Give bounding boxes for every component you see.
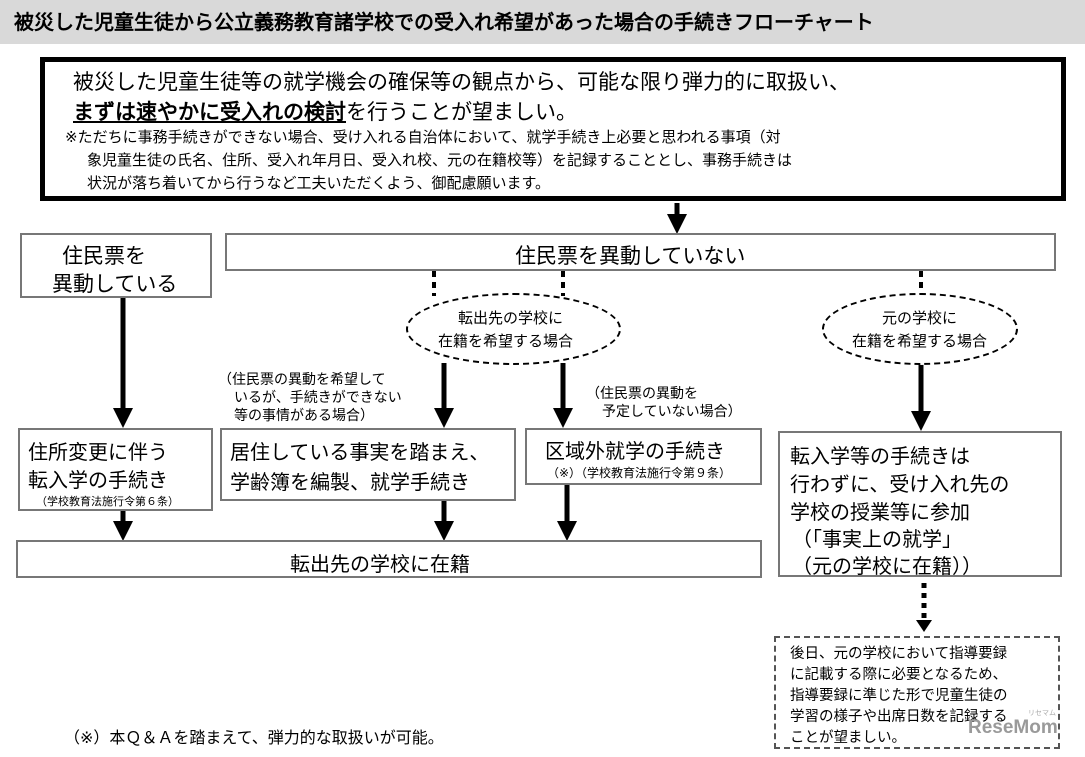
condition-original-school: 元の学校に 在籍を希望する場合 (822, 293, 1018, 365)
node-label: （「事実上の就学」 (792, 527, 962, 551)
arrowhead-to-record (916, 620, 932, 632)
record-note-line: 指導要録に準じた形で児童生徒の (790, 688, 1008, 704)
intro-box: 被災した児童生徒等の就学機会の確保等の観点から、可能な限り弾力的に取扱い、 まず… (40, 57, 1066, 201)
node-record-keeping-note: 後日、元の学校において指導要録 に記載する際に必要となるため、 指導要録に準じた… (774, 636, 1060, 749)
node-label: 住民票を (62, 244, 146, 268)
intro-emphasis: まずは速やかに受入れの検討 (73, 100, 346, 124)
node-residence-fact-procedure: 居住している事実を踏まえ、 学齢簿を編製、就学手続き (220, 428, 516, 501)
node-address-change-procedure: 住所変更に伴う 転入学の手続き （学校教育法施行令第６条） (18, 428, 213, 511)
logo-subtext: リセマム (1028, 709, 1056, 717)
condition-note-right: （住民票の異動を 予定していない場合） (586, 385, 742, 421)
footnote: （※）本Ｑ＆Ａを踏まえて、弾力的な取扱いが可能。 (64, 728, 444, 747)
node-legal-reference: （学校教育法施行令第６条） (36, 495, 179, 508)
node-label: （元の学校に在籍）） (792, 554, 982, 578)
condition-transfer-school: 転出先の学校に 在籍を希望する場合 (406, 293, 621, 365)
resemom-logo: ReseMom (968, 717, 1058, 738)
node-label: 住民票を異動していない (515, 244, 746, 268)
node-enrolled-at-transfer-school: 転出先の学校に在籍 (16, 540, 762, 578)
intro-note-line-3: 状況が落ち着いてから行うなど工夫いただくよう、御配慮願います。 (87, 174, 551, 192)
intro-line-2: まずは速やかに受入れの検討を行うことが望ましい。 (73, 98, 577, 126)
intro-line-1: 被災した児童生徒等の就学機会の確保等の観点から、可能な限り弾力的に取扱い、 (73, 70, 850, 94)
condition-label: 在籍を希望する場合 (438, 332, 574, 350)
condition-label: 転出先の学校に (458, 309, 564, 327)
node-label: 学校の授業等に参加 (790, 500, 970, 524)
node-outside-district-procedure: 区域外就学の手続き （※）（学校教育法施行令第９条） (525, 428, 762, 485)
node-legal-reference: （※）（学校教育法施行令第９条） (547, 466, 732, 480)
condition-label: 元の学校に (882, 309, 958, 327)
node-label: 転出先の学校に在籍 (290, 552, 470, 576)
record-note-line: 学習の様子や出席日数を記録する (790, 709, 1008, 725)
node-resident-record-not-moved: 住民票を異動していない (225, 233, 1056, 271)
condition-note-line: 予定していない場合） (602, 404, 742, 420)
intro-note-line-1: ※ただちに事務手続きができない場合、受け入れる自治体において、就学手続き上必要と… (65, 128, 781, 146)
condition-note-left: （住民票の異動を希望して いるが、手続きができない 等の事情がある場合） (218, 371, 402, 425)
intro-line-2-rest: を行うことが望ましい。 (346, 100, 577, 124)
condition-note-line: （住民票の異動を希望して (218, 372, 386, 388)
record-note-line: に記載する際に必要となるため、 (790, 667, 1008, 683)
node-label: 行わずに、受け入れ先の (790, 472, 1010, 496)
page-title: 被災した児童生徒から公立義務教育諸学校での受入れ希望があった場合の手続きフローチ… (0, 0, 1085, 44)
condition-label: 在籍を希望する場合 (852, 332, 988, 350)
record-note-line: 後日、元の学校において指導要録 (790, 646, 1008, 662)
condition-note-line: いるが、手続きができない (234, 390, 402, 406)
node-label: 転入学等の手続きは (790, 444, 970, 468)
node-label: 区域外就学の手続き (545, 439, 725, 463)
node-label: 転入学の手続き (28, 468, 168, 492)
node-label: 学齢簿を編製、就学手続き (230, 470, 470, 494)
intro-note-line-2: 象児童生徒の氏名、住所、受入れ年月日、受入れ校、元の在籍校等）を記録することとし… (87, 151, 793, 169)
node-label: 異動している (52, 272, 178, 296)
condition-note-line: 等の事情がある場合） (234, 408, 374, 424)
condition-note-line: （住民票の異動を (586, 386, 698, 402)
node-de-facto-attendance: 転入学等の手続きは 行わずに、受け入れ先の 学校の授業等に参加 （「事実上の就学… (778, 431, 1062, 578)
node-label: 居住している事実を踏まえ、 (230, 440, 490, 464)
node-label: 住所変更に伴う (28, 440, 168, 464)
record-note-line: ことが望ましい。 (790, 730, 906, 746)
node-resident-record-moved: 住民票を 異動している (20, 233, 212, 298)
